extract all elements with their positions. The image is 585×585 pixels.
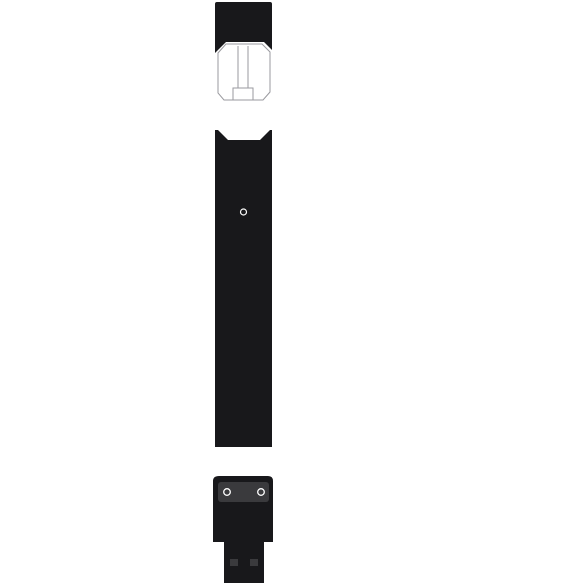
pod-mouthpiece — [215, 2, 272, 53]
charging-pin-icon — [257, 488, 265, 496]
cartridge-pod — [215, 2, 272, 101]
usb-contact — [230, 559, 238, 566]
charging-pin-icon — [223, 488, 231, 496]
usb-contact — [250, 559, 258, 566]
pod-chamber — [217, 43, 271, 101]
battery-body — [215, 130, 272, 447]
charger-plate — [218, 482, 269, 502]
usb-charger — [213, 476, 273, 583]
pod-base-block — [232, 87, 254, 101]
led-indicator-icon — [239, 208, 248, 216]
battery-shell — [215, 130, 272, 447]
